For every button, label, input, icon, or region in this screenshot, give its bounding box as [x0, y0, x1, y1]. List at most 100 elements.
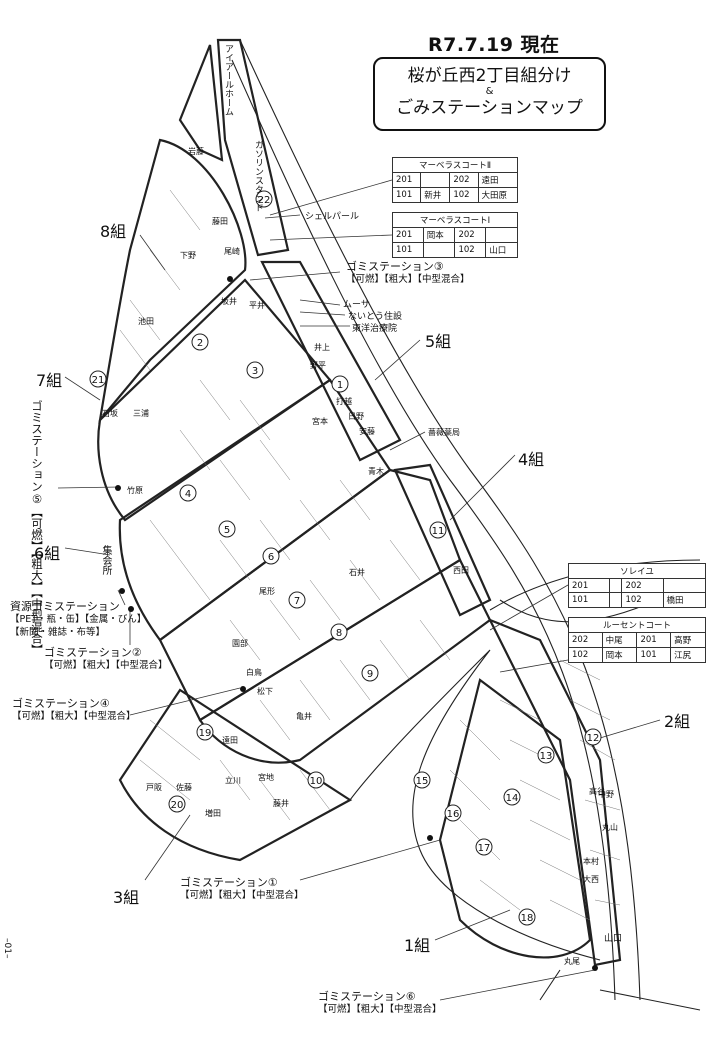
cell: 202	[621, 578, 664, 593]
cell: 202	[568, 632, 603, 648]
parcel-label: 石坂	[102, 409, 118, 418]
svg-text:18: 18	[521, 913, 534, 924]
parcel-label: 藤田	[212, 217, 228, 226]
svg-text:7: 7	[294, 596, 300, 607]
station-3: ゴミステーション③ 【可燃】【粗大】【中型混合】	[346, 260, 470, 286]
leader-s6	[439, 969, 596, 1001]
station-3-title: ゴミステーション③	[346, 260, 444, 273]
cell: 101	[636, 647, 672, 663]
table-title: マーベラスコートⅡ	[392, 157, 518, 173]
group-label-3: 3組	[113, 888, 140, 907]
cell: 201	[636, 632, 672, 648]
station-shigen: 資源ゴミステーション 【PET・瓶・缶】【金属・びん】 【新聞・雑誌・布等】	[10, 600, 146, 639]
station-6: ゴミステーション⑥ 【可燃】【粗大】【中型混合】	[318, 990, 442, 1016]
station-3-sub: 【可燃】【粗大】【中型混合】	[346, 274, 470, 285]
svg-text:2: 2	[197, 338, 203, 349]
parcel-label: 宮本	[312, 417, 328, 426]
cell: 岡本	[422, 227, 456, 243]
group-label-2: 2組	[664, 712, 691, 731]
parcel-label: 日野	[348, 412, 364, 421]
parcel-label: 坂井	[221, 297, 237, 306]
svg-text:13: 13	[540, 751, 553, 762]
cell: 201	[391, 172, 422, 188]
block-group1	[438, 678, 592, 959]
parcel-label: 岩藤	[188, 147, 204, 156]
leader-4	[449, 454, 516, 521]
table-title: マーベラスコートⅠ	[392, 212, 518, 228]
cell: 102	[568, 647, 603, 663]
parcel-label: 竹原	[127, 486, 143, 495]
title-line2: ごみステーションマップ	[396, 98, 583, 118]
map-date: R7.7.19 現在	[428, 34, 560, 56]
parcel-label: 遠田	[222, 736, 238, 745]
leader-lucent	[499, 659, 569, 673]
parcel-label: 丸尾	[564, 957, 580, 966]
cell: 101	[392, 242, 424, 258]
north-strip-inner	[178, 44, 224, 162]
parcel-label: 野平	[310, 361, 326, 370]
cell: 高野	[670, 632, 706, 648]
leader-soleil	[489, 584, 569, 631]
block-group2	[487, 617, 622, 967]
cell: 大田原	[477, 187, 519, 203]
parcel-label: 松下	[257, 687, 273, 696]
station-2-sub: 【可燃】【粗大】【中型混合】	[44, 660, 168, 671]
landmark-shell: シェルパール	[305, 212, 360, 222]
leader-5	[374, 339, 421, 381]
cell: 201	[392, 227, 424, 243]
parcel-label: 中野	[598, 790, 614, 799]
svg-text:3: 3	[252, 366, 258, 377]
svg-text:12: 12	[587, 733, 600, 744]
cell: 岡本	[601, 647, 638, 663]
svg-text:4: 4	[185, 489, 191, 500]
group-label-4: 4組	[518, 450, 545, 469]
leader-s1	[299, 839, 441, 881]
parcel-label: 青木	[368, 467, 384, 476]
block-group3	[118, 688, 353, 862]
station-2-title: ゴミステーション②	[44, 646, 142, 659]
block-group5	[260, 260, 402, 462]
parcel-label: 立川	[225, 776, 241, 785]
parcel-label: 三浦	[133, 409, 149, 418]
landmark-meeting-hall: 集会所	[100, 545, 111, 575]
cell: 102	[449, 187, 479, 203]
cell: 中尾	[601, 632, 638, 648]
title-box: 桜が丘西2丁目組分け & ごみステーションマップ	[373, 57, 606, 131]
parcel-label: 亀井	[296, 712, 312, 721]
group-label-6: 6組	[34, 544, 61, 563]
station-5: ゴミステーション⑤【可燃】【粗大】【中型混合】	[30, 400, 44, 656]
svg-text:5: 5	[224, 525, 230, 536]
leader-pharm	[389, 431, 426, 451]
parcel-label: 宮地	[258, 773, 274, 782]
parcel-label: 増田	[205, 809, 221, 818]
cell: 202	[454, 227, 487, 243]
title-line1: 桜が丘西2丁目組分け	[407, 66, 572, 86]
cell	[420, 172, 451, 188]
leader-musa	[299, 299, 341, 306]
parcel-label: 高谷	[589, 787, 605, 796]
leader-s5	[57, 486, 121, 489]
cell: 101	[567, 592, 611, 608]
svg-text:15: 15	[416, 776, 429, 787]
cell: 江尻	[670, 647, 706, 663]
page-number: –01–	[2, 938, 12, 959]
station-1-sub: 【可燃】【粗大】【中型混合】	[180, 890, 304, 901]
svg-text:8: 8	[336, 628, 342, 639]
leader-1	[434, 909, 511, 941]
parcel-label: 戸阪	[146, 783, 162, 792]
south-exit	[539, 969, 701, 1011]
leader-7	[64, 376, 101, 401]
svg-text:1: 1	[337, 380, 343, 391]
cell: 101	[391, 187, 422, 203]
parcel-label: 池田	[138, 317, 154, 326]
cell: 202	[449, 172, 479, 188]
cell: 山口	[485, 242, 518, 258]
parcel-label: 藤井	[273, 799, 289, 808]
station-4: ゴミステーション④ 【可燃】【粗大】【中型混合】	[12, 697, 136, 723]
station-5-title: ゴミステーション⑤	[30, 400, 44, 506]
cell: 102	[454, 242, 487, 258]
parcel-grid-b	[499, 659, 621, 921]
station-6-sub: 【可燃】【粗大】【中型混合】	[318, 1004, 442, 1015]
